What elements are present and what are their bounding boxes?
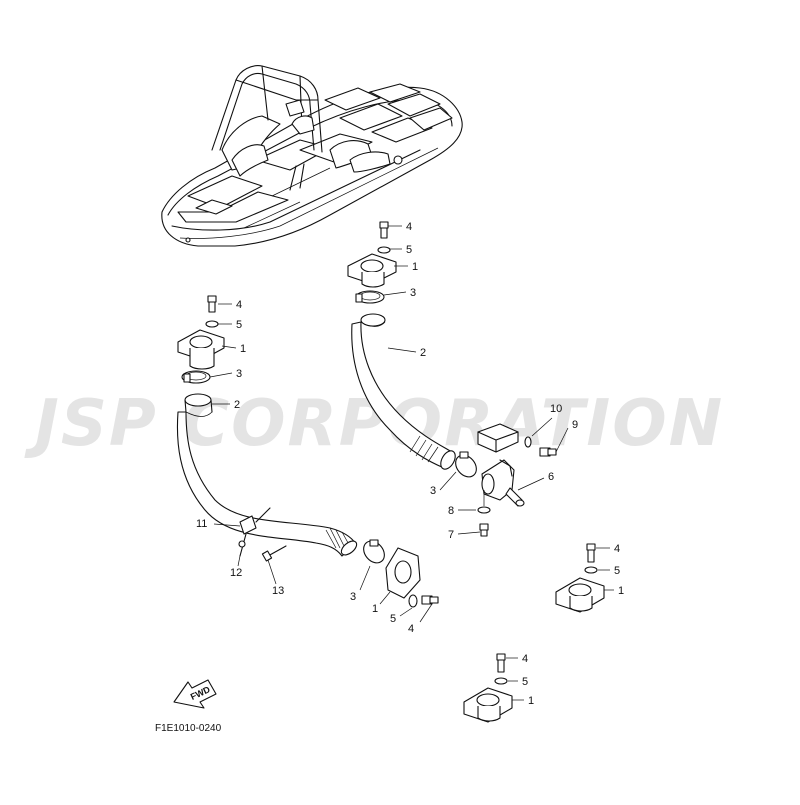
callout-label: 4 [406, 221, 412, 233]
flange-1-right-middle [555, 577, 605, 613]
pin-13 [261, 545, 287, 562]
right-hose-assembly [347, 221, 557, 537]
callout-label: 9 [572, 419, 578, 431]
flange-1-left-top [177, 329, 225, 370]
callout-label: 5 [614, 565, 620, 577]
bolt-7 [479, 523, 489, 537]
callout-label: 2 [420, 347, 426, 359]
callout-label: 8 [448, 505, 454, 517]
clamp-3-left-bottom [363, 539, 385, 564]
washer-5-right-bottom [494, 677, 508, 685]
clamp-3-right-mid [455, 451, 477, 478]
callout-label: 4 [522, 653, 528, 665]
bolt-4-right-bottom [496, 653, 506, 673]
callout-label: 5 [522, 676, 528, 688]
bolt-4-right-top [379, 221, 389, 239]
callout-label: 5 [390, 613, 396, 625]
washer-8 [477, 506, 491, 514]
callout-label: 1 [528, 695, 534, 707]
hose-2-left [176, 393, 358, 557]
washer-10 [524, 436, 532, 448]
callout-labels: 4 5 1 3 2 4 5 1 3 2 10 9 6 3 8 7 11 12 1… [196, 221, 624, 707]
callout-label: 3 [430, 485, 436, 497]
callout-label: 1 [372, 603, 378, 615]
flange-set-right-bottom [463, 653, 513, 723]
hose-2-right [351, 313, 456, 470]
callout-label: 4 [408, 623, 414, 635]
clamp-3-left-top [181, 370, 211, 384]
leader-lines [209, 225, 614, 701]
clamp-3-right-top [355, 290, 385, 304]
washer-5-left-bottom [408, 594, 418, 608]
callout-label: 10 [550, 403, 562, 415]
clip-11 [238, 507, 271, 557]
flange-1-left-bottom [385, 547, 421, 599]
callout-label: 12 [230, 567, 242, 579]
callout-label: 13 [272, 585, 284, 597]
flange-1-right-bottom [463, 687, 513, 723]
callout-label: 11 [196, 518, 207, 530]
bolt-9 [539, 447, 557, 457]
callout-label: 3 [350, 591, 356, 603]
callout-label: 3 [236, 368, 242, 380]
boat-illustration [161, 65, 463, 247]
left-hose-assembly [176, 295, 439, 608]
bolt-4-left-top [207, 295, 217, 313]
block-10 [477, 423, 519, 453]
callout-label: 1 [412, 261, 418, 273]
bolt-4-right-middle [586, 543, 596, 563]
callout-label: 1 [240, 343, 246, 355]
bolt-4-left-bottom [421, 595, 439, 605]
washer-5-left-top [205, 320, 219, 328]
callout-label: 3 [410, 287, 416, 299]
flange-set-right-middle [555, 543, 605, 613]
callout-label: 4 [236, 299, 242, 311]
callout-label: 5 [236, 319, 242, 331]
washer-5-right-middle [584, 566, 598, 574]
callout-label: 2 [234, 399, 240, 411]
callout-label: 1 [618, 585, 624, 597]
callout-label: 6 [548, 471, 554, 483]
callout-label: 4 [614, 543, 620, 555]
valve-6 [481, 459, 525, 507]
fwd-arrow-icon: FWD [173, 679, 217, 709]
diagram-code: F1E1010-0240 [155, 723, 222, 734]
flange-1-right-top [347, 253, 397, 288]
washer-5-right-top [377, 246, 391, 254]
callout-label: 5 [406, 244, 412, 256]
callout-label: 7 [448, 529, 454, 541]
